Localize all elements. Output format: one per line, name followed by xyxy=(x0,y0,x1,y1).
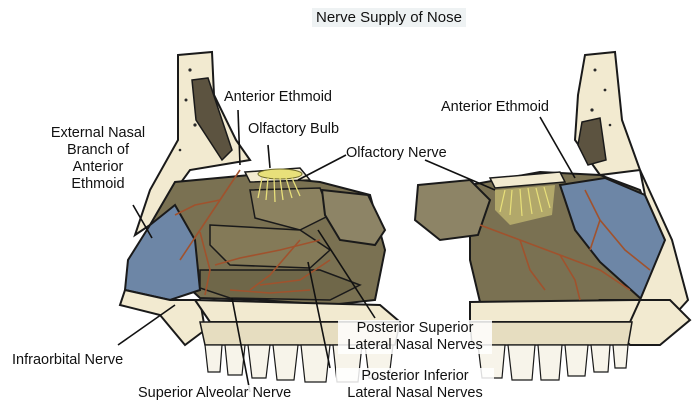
label-external-nasal-branch: External Nasal Branch of Anterior Ethmoi… xyxy=(48,125,148,193)
right-hard-palate xyxy=(470,300,640,322)
label-posterior-superior-lateral: Posterior Superior Lateral Nasal Nerves xyxy=(338,320,492,354)
label-posterior-inferior-line1: Posterior Inferior xyxy=(338,368,492,385)
label-posterior-superior-line1: Posterior Superior xyxy=(340,320,490,337)
label-anterior-ethmoid-right: Anterior Ethmoid xyxy=(441,99,549,116)
left-nose-skin xyxy=(120,290,205,345)
label-olfactory-bulb: Olfactory Bulb xyxy=(248,121,339,138)
left-hard-palate xyxy=(195,300,400,322)
label-anterior-ethmoid-left: Anterior Ethmoid xyxy=(224,89,332,106)
label-external-nasal-line2: Branch of xyxy=(48,142,148,159)
left-olfactory-bulb-shape xyxy=(258,169,302,179)
label-posterior-inferior-line2: Lateral Nasal Nerves xyxy=(338,385,492,402)
leader-anterior-ethmoid-right xyxy=(540,117,575,178)
label-external-nasal-line4: Ethmoid xyxy=(48,176,148,193)
label-infraorbital-nerve: Infraorbital Nerve xyxy=(12,352,123,369)
label-posterior-superior-line2: Lateral Nasal Nerves xyxy=(340,337,490,354)
label-external-nasal-line1: External Nasal xyxy=(48,125,148,142)
right-maxilla xyxy=(470,322,632,345)
label-external-nasal-line3: Anterior xyxy=(48,159,148,176)
leader-olfactory-nerve xyxy=(298,155,346,180)
label-posterior-inferior-lateral: Posterior Inferior Lateral Nasal Nerves xyxy=(336,368,494,402)
diagram-title: Nerve Supply of Nose xyxy=(312,8,466,27)
leader-olfactory-bulb xyxy=(268,145,270,168)
right-sphenoid-sinus xyxy=(415,180,490,240)
right-teeth xyxy=(478,345,628,380)
label-olfactory-nerve: Olfactory Nerve xyxy=(346,145,447,162)
label-superior-alveolar-nerve: Superior Alveolar Nerve xyxy=(136,385,293,402)
